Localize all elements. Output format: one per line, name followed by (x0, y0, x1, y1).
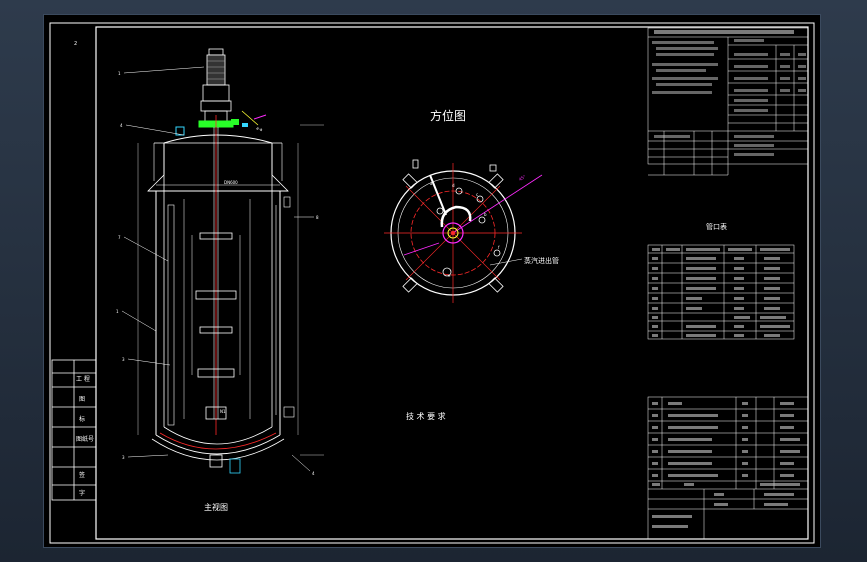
inner-frame (95, 26, 809, 540)
nozzle-table (647, 244, 795, 340)
parts-list-title-block (647, 396, 809, 540)
side-label-5: 签 (79, 471, 85, 479)
svg-text:f: f (498, 245, 500, 250)
main-view-vessel: DN600 N1 a-a 1 4 (116, 48, 324, 476)
parts-list-cells (652, 402, 800, 528)
svg-text:e: e (448, 273, 451, 278)
svg-text:1: 1 (116, 309, 119, 314)
side-label-4: 图纸号 (76, 435, 94, 443)
outlet-label: 蒸汽进出管 (524, 256, 559, 265)
svg-text:b: b (484, 212, 487, 217)
tech-requirements: 技 术 要 求 (406, 411, 446, 421)
side-label-6: 字 (79, 489, 85, 497)
svg-text:a: a (430, 181, 433, 186)
side-label-1: 工 程 (76, 375, 90, 383)
svg-text:c: c (476, 192, 478, 197)
svg-text:8: 8 (316, 215, 319, 220)
orientation-title: 方位图 (430, 108, 466, 123)
svg-text:2: 2 (74, 41, 77, 47)
svg-text:a-a: a-a (256, 125, 264, 132)
svg-text:45°: 45° (518, 174, 527, 182)
svg-text:7: 7 (118, 235, 121, 240)
spec-table-notes (652, 30, 806, 156)
svg-text:d: d (452, 183, 455, 188)
svg-text:3: 3 (122, 455, 125, 460)
side-title-panel (51, 359, 97, 501)
side-label-3: 标 (79, 415, 85, 423)
svg-text:1: 1 (118, 71, 121, 76)
orientation-view: 45° 蒸汽进出管 d c b f a e (384, 159, 559, 303)
side-label-2: 图 (79, 396, 85, 403)
svg-text:N1: N1 (220, 409, 226, 414)
outer-frame (49, 22, 815, 544)
nozzle-table-cells (652, 248, 790, 337)
svg-text:DN600: DN600 (224, 180, 238, 185)
drawing-sheet: 2 工 程 图 标 图纸号 签 字 (43, 14, 821, 548)
main-view-title: 主视图 (204, 502, 228, 512)
nozzle-table-title: 管口表 (706, 222, 727, 231)
drawing-canvas: 2 工 程 图 标 图纸号 签 字 (49, 22, 815, 544)
svg-text:4: 4 (120, 123, 123, 128)
svg-text:4: 4 (312, 471, 315, 476)
svg-text:3: 3 (122, 357, 125, 362)
spec-table (647, 27, 809, 176)
